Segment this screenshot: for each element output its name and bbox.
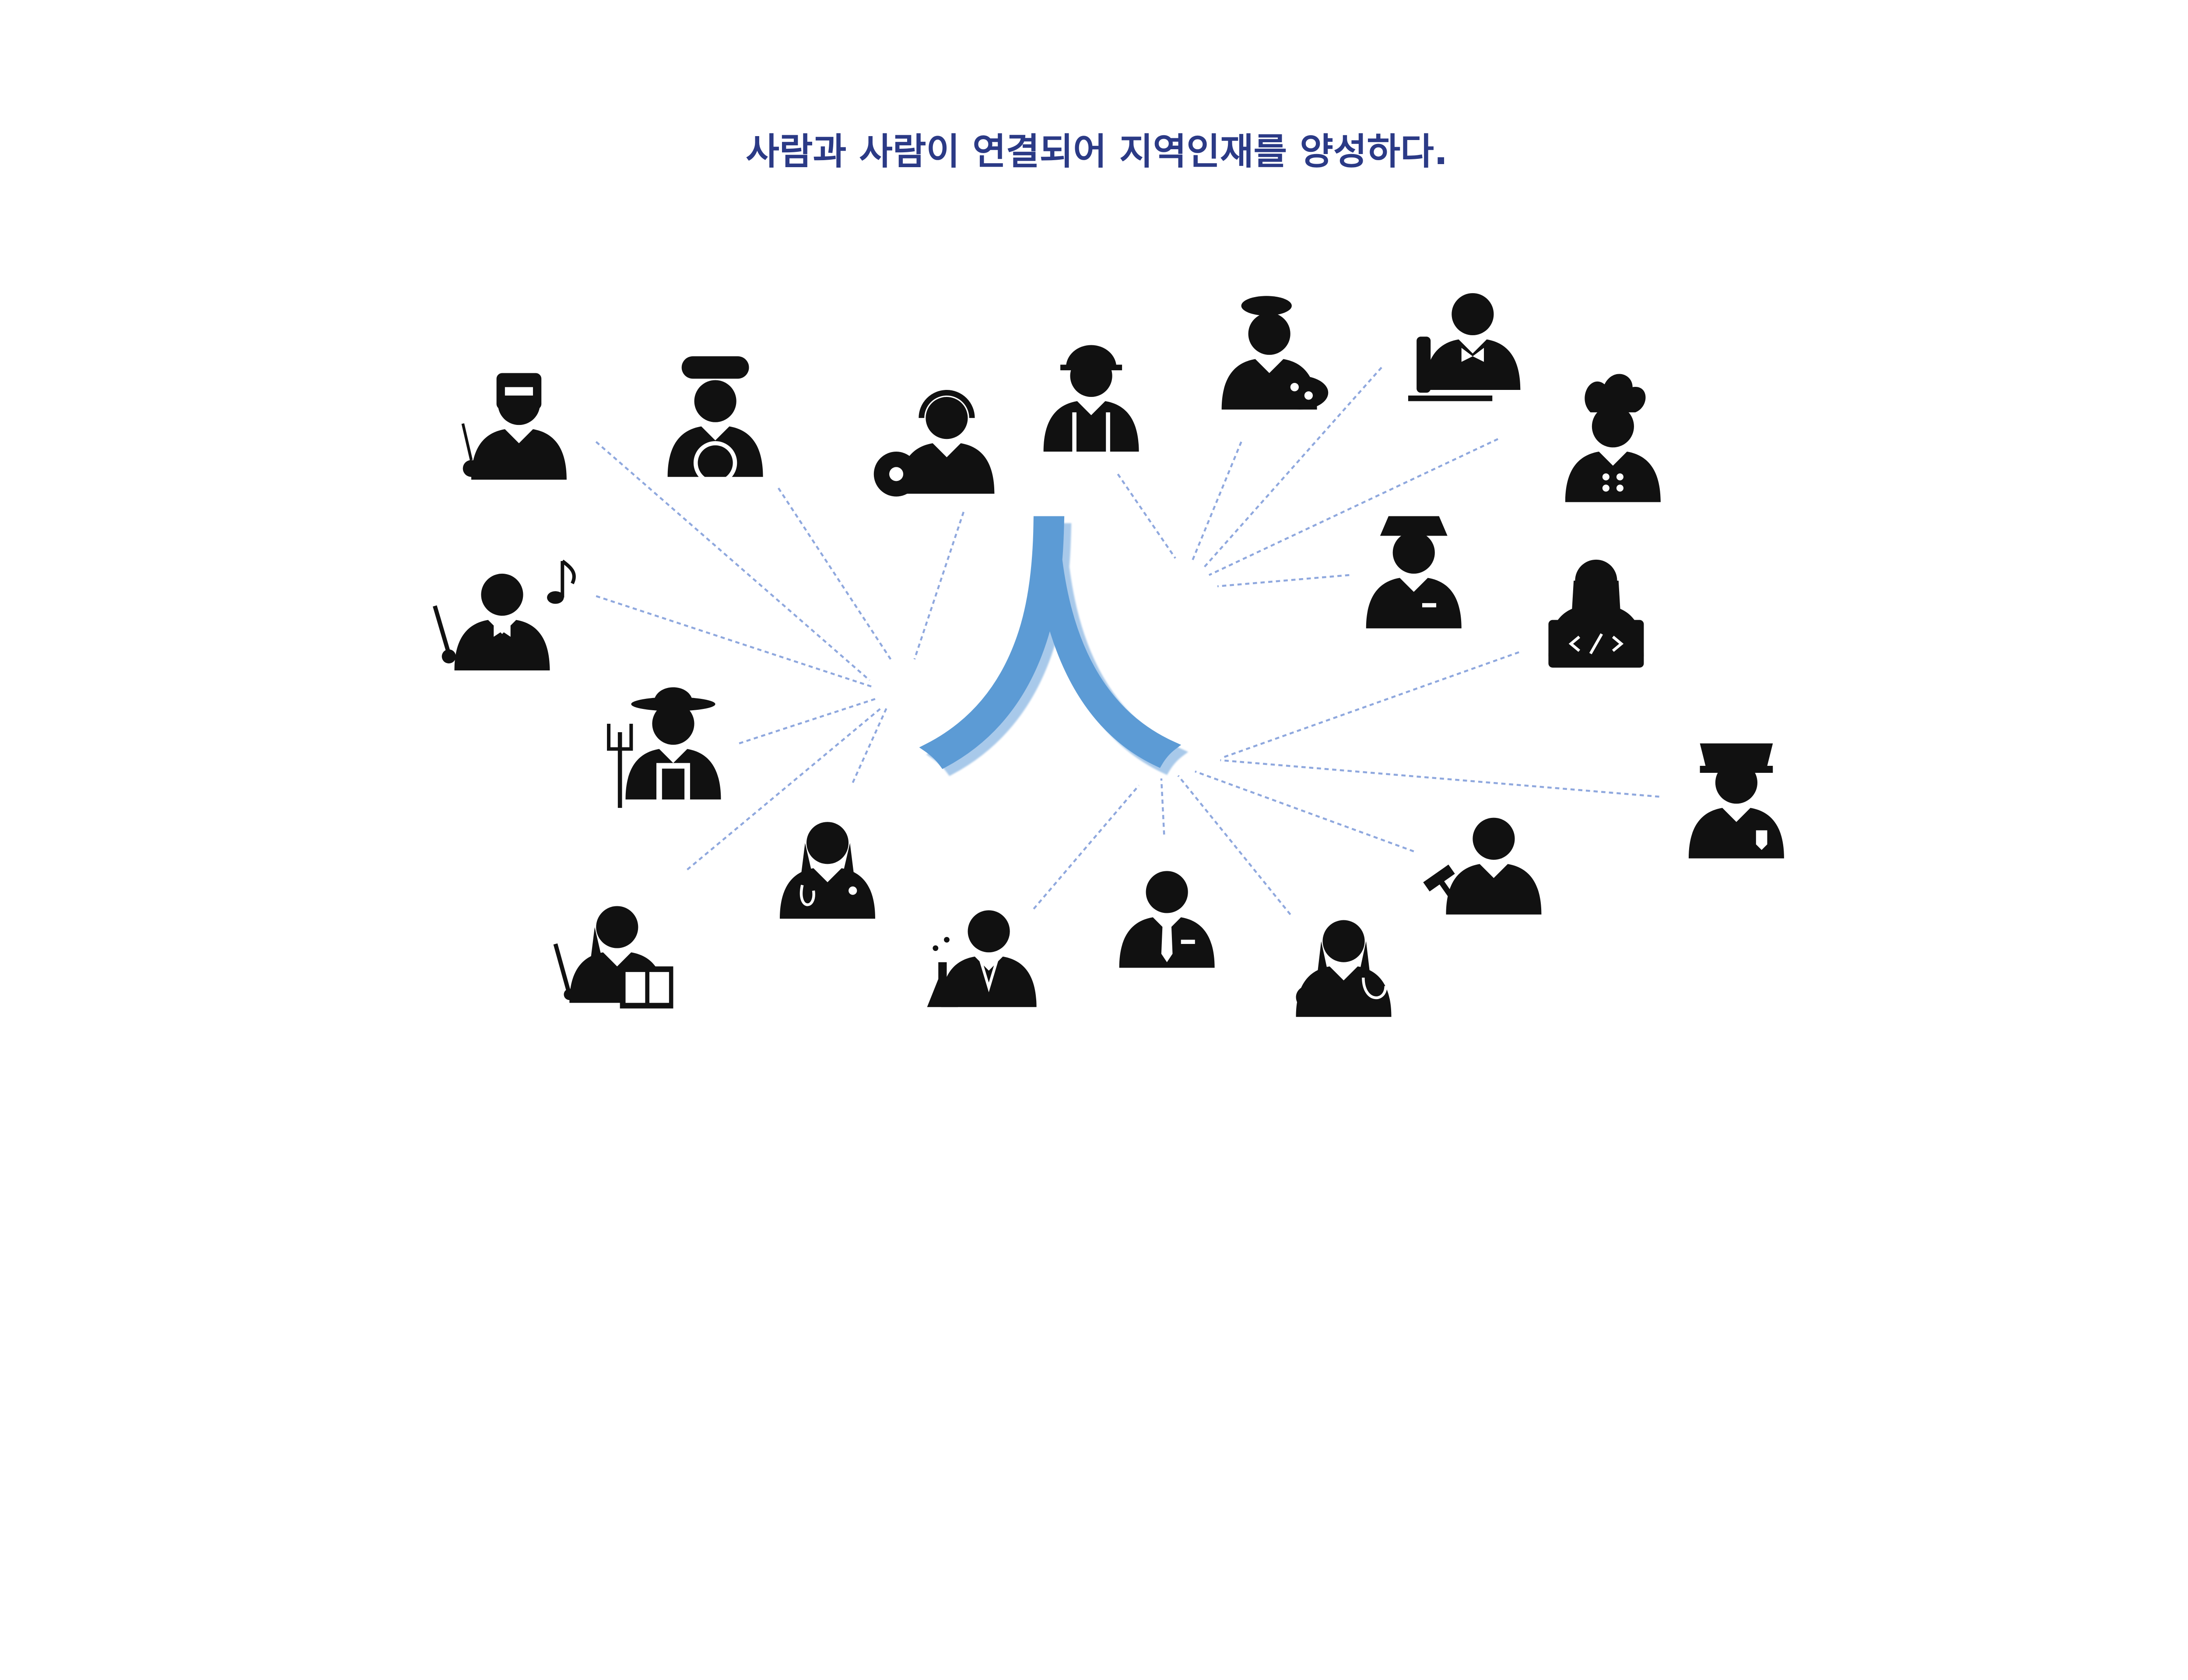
music-note-icon — [547, 559, 576, 604]
link-police — [1220, 759, 1659, 798]
conductor-icon — [432, 559, 576, 671]
link-businessman — [1160, 778, 1165, 835]
link-construction — [1117, 473, 1176, 559]
link-programmer — [1223, 651, 1519, 758]
link-painter — [1191, 441, 1242, 561]
judge-icon — [1423, 817, 1542, 915]
link-welder — [595, 441, 870, 681]
page-title: 사람과 사람이 연결되어 지역인재를 양성하다. — [746, 130, 1448, 173]
chef-icon — [1565, 374, 1661, 502]
teacher-icon — [553, 906, 673, 1009]
welder-icon — [461, 373, 567, 480]
link-farmer — [739, 698, 877, 744]
talent-network-diagram: 사람과 사람이 연결되어 지역인재를 양성하다. 人 — [432, 130, 1784, 1017]
programmer-icon — [1548, 559, 1644, 668]
link-scientist — [1033, 785, 1140, 910]
dj-icon — [873, 390, 995, 497]
link-sommelier — [1203, 367, 1382, 569]
link-doctor — [1177, 775, 1291, 915]
link-dj — [913, 512, 965, 660]
code-glyph-icon — [1568, 633, 1624, 655]
nurse-icon — [780, 822, 876, 919]
link-judge — [1194, 770, 1414, 852]
construction-worker-icon — [1043, 345, 1139, 452]
scientist-icon — [927, 910, 1037, 1007]
link-chef — [1208, 438, 1499, 576]
painter-icon — [1221, 296, 1329, 410]
farmer-icon — [607, 687, 721, 808]
businessman-icon — [1119, 871, 1215, 968]
pilot-icon — [1366, 516, 1462, 628]
link-pilot — [1217, 574, 1350, 587]
ship-captain-icon — [667, 356, 763, 485]
link-teacher — [687, 707, 882, 870]
police-officer-icon — [1688, 743, 1784, 859]
doctor-icon — [1296, 920, 1392, 1017]
link-conductor — [596, 595, 874, 688]
link-nurse — [852, 708, 887, 783]
center-character: 人 — [916, 493, 1182, 807]
link-captain — [777, 488, 892, 660]
sommelier-icon — [1408, 293, 1521, 401]
connection-lines — [595, 367, 1659, 915]
